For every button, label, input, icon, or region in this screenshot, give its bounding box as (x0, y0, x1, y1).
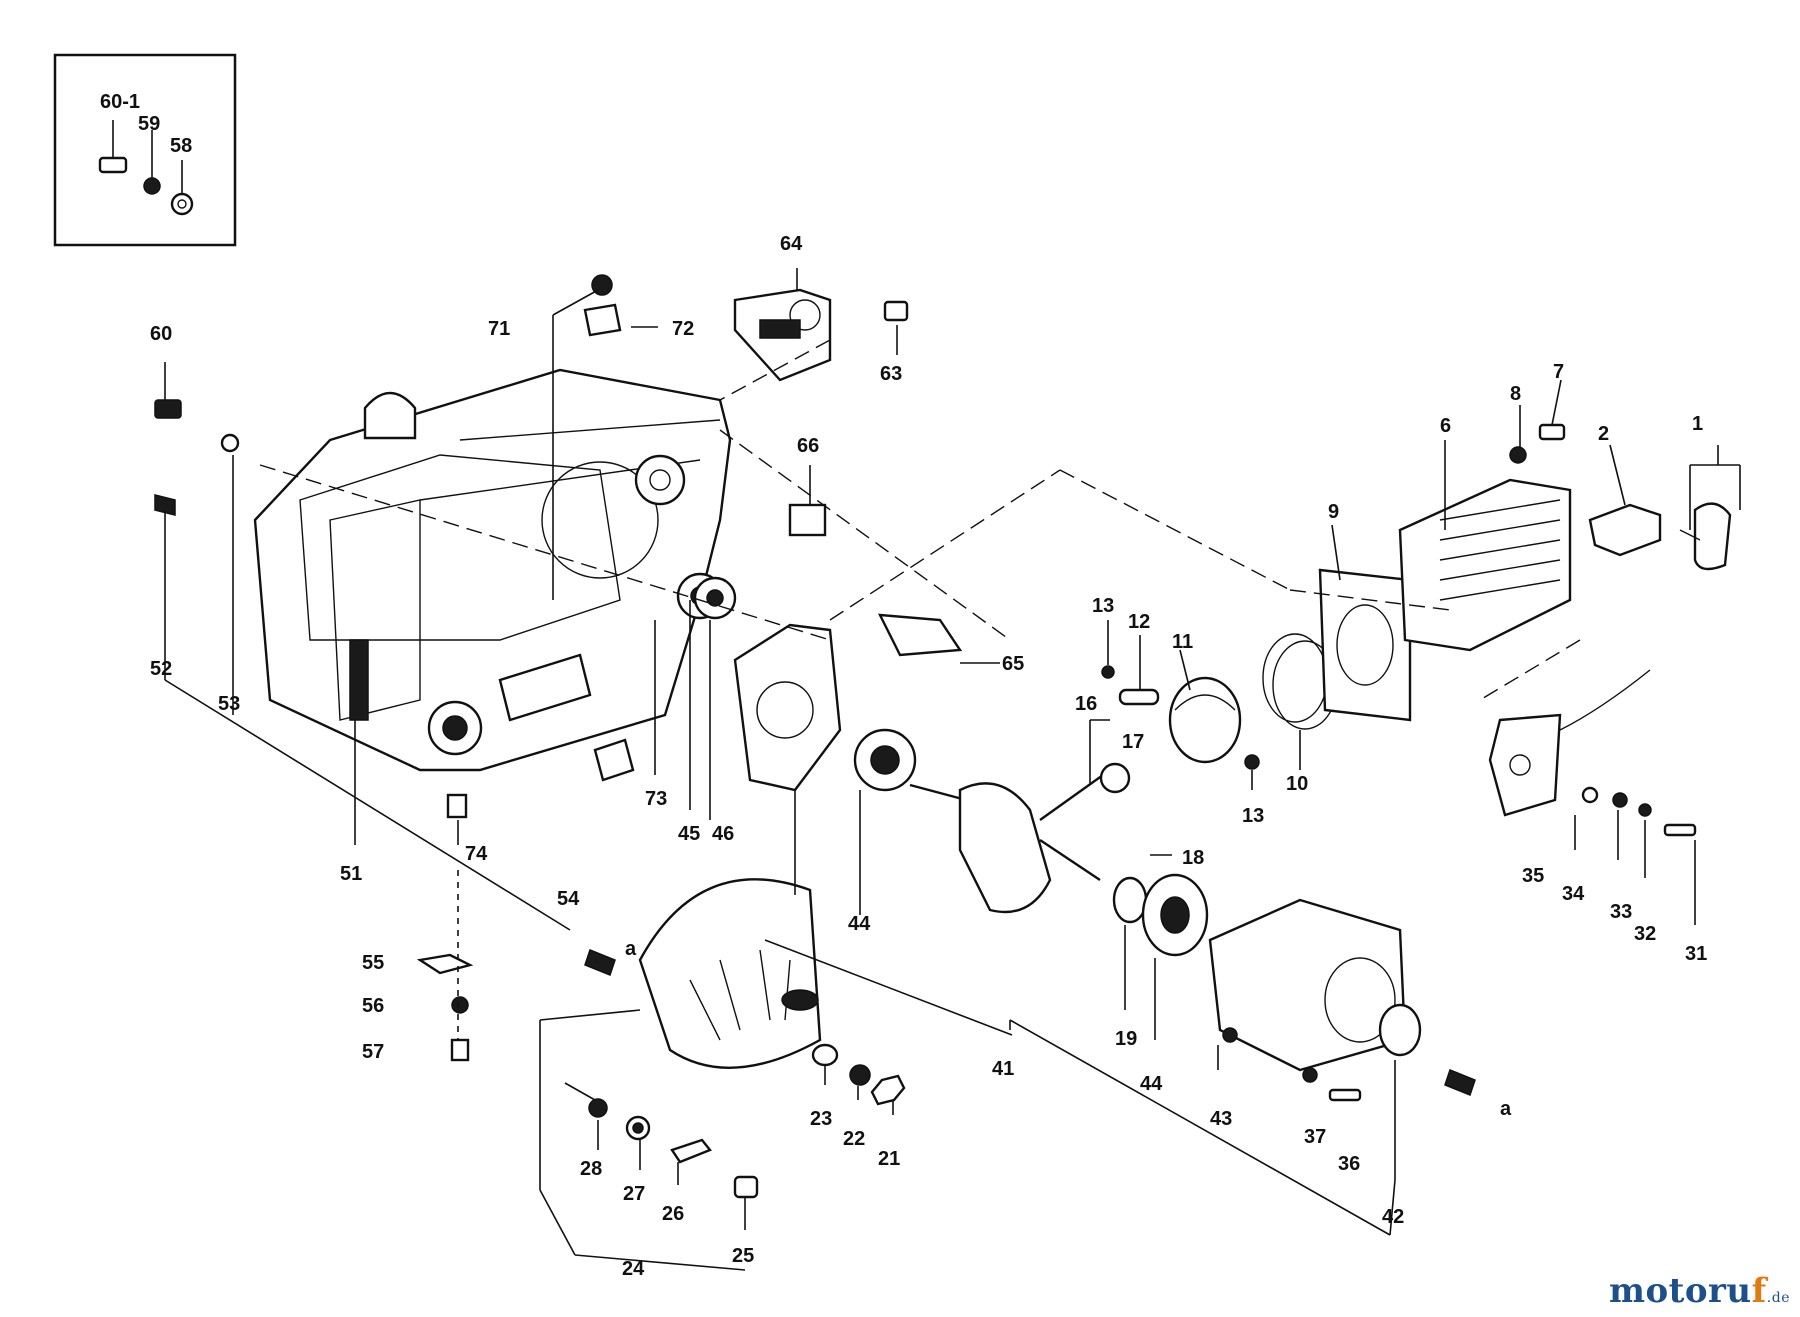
part-label-16: 16 (1075, 693, 1097, 715)
part-label-55: 55 (362, 952, 384, 974)
watermark-main: motoru (1608, 1271, 1752, 1311)
flywheel (638, 878, 822, 1069)
part-label-2: 2 (1598, 423, 1609, 445)
part-label-7: 7 (1553, 361, 1564, 383)
bearing-carrier (693, 576, 842, 792)
arrow-label-a-right: a (1500, 1098, 1512, 1120)
part-label-10: 10 (1286, 773, 1308, 795)
inset-bolt (98, 120, 194, 216)
part-label-59: 59 (138, 113, 160, 135)
part-label-19: 19 (1115, 1028, 1137, 1050)
part-label-46: 46 (712, 823, 734, 845)
inset-box (53, 53, 237, 247)
part-label-17: 17 (1122, 731, 1144, 753)
part-label-31: 31 (1685, 943, 1707, 965)
part-label-22: 22 (843, 1128, 865, 1150)
part-label-37: 37 (1304, 1126, 1326, 1148)
part-label-28: 28 (580, 1158, 602, 1180)
part-label-32: 32 (1634, 923, 1656, 945)
part-label-35: 35 (1522, 865, 1544, 887)
part-label-74: 74 (465, 843, 488, 865)
part-label-26: 26 (662, 1203, 684, 1225)
part-label-21: 21 (878, 1148, 900, 1170)
crankcase-cover (1208, 898, 1422, 1072)
part-label-25: 25 (732, 1245, 754, 1267)
part-label-9: 9 (1328, 501, 1339, 523)
part-label-13: 13 (1242, 805, 1264, 827)
part-label-64: 64 (780, 233, 803, 255)
part-label-63: 63 (880, 363, 902, 385)
part-label-34: 34 (1562, 883, 1585, 905)
part-label-53: 53 (218, 693, 240, 715)
part-label-8: 8 (1510, 383, 1521, 405)
part-label-12: 12 (1128, 611, 1150, 633)
watermark-accent: f (1751, 1271, 1767, 1311)
part-label-36: 36 (1338, 1153, 1360, 1175)
part-label-6: 6 (1440, 415, 1451, 437)
watermark-tld: .de (1766, 1290, 1790, 1306)
bearing-44-lower (1141, 873, 1209, 957)
cylinder (1398, 478, 1572, 652)
part-label-43: 43 (1210, 1108, 1232, 1130)
part-label-33: 33 (1610, 901, 1632, 923)
part-label-66: 66 (797, 435, 819, 457)
bearing-44 (853, 728, 917, 792)
part-label-42: 42 (1382, 1206, 1404, 1228)
part-label-54: 54 (557, 888, 580, 910)
part-label-41: 41 (992, 1058, 1014, 1080)
crankshaft (909, 762, 1131, 914)
part-label-52: 52 (150, 658, 172, 680)
part-label-65: 65 (1002, 653, 1024, 675)
arrow-label-a-left: a (625, 938, 637, 960)
part-label-57: 57 (362, 1041, 384, 1063)
part-label-27: 27 (623, 1183, 645, 1205)
part-label-45: 45 (678, 823, 700, 845)
ignition-module (1488, 669, 1651, 817)
part-label-56: 56 (362, 995, 384, 1017)
part-label-60-1: 60-1 (100, 91, 140, 113)
part-label-51: 51 (340, 863, 362, 885)
piston (1118, 676, 1242, 764)
part-label-24: 24 (622, 1258, 645, 1280)
part-label-11: 11 (1172, 631, 1193, 653)
part-label-18: 18 (1182, 847, 1204, 869)
part-label-71: 71 (488, 318, 510, 340)
part-label-72: 72 (672, 318, 694, 340)
part-label-1: 1 (1692, 413, 1703, 435)
part-label-44: 44 (848, 913, 871, 935)
crankcase (253, 368, 732, 772)
part-label-44: 44 (1140, 1073, 1163, 1095)
part-label-58: 58 (170, 135, 192, 157)
bracket-64 (733, 288, 832, 382)
watermark-logo: motoruf.de (1609, 1271, 1790, 1311)
part-label-13: 13 (1092, 595, 1114, 617)
part-label-23: 23 (810, 1108, 832, 1130)
part-label-60: 60 (150, 323, 172, 345)
part-label-73: 73 (645, 788, 667, 810)
